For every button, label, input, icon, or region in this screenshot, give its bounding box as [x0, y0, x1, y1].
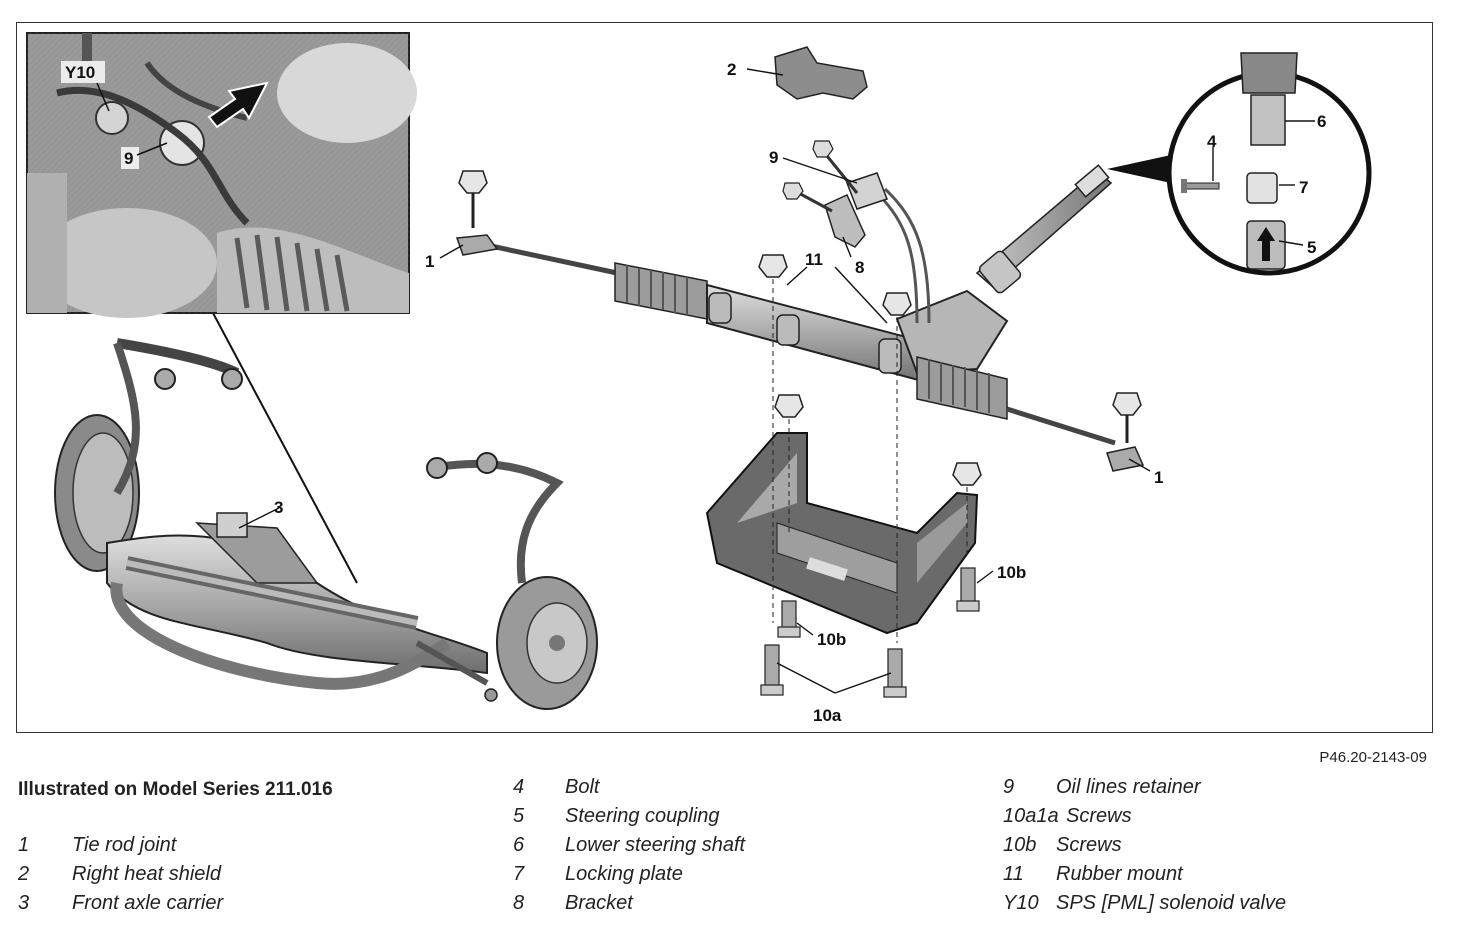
legend-label: Bracket [565, 892, 633, 914]
callout-10b-lower: 10b [817, 630, 846, 649]
callout-4: 4 [1207, 132, 1217, 151]
up-arrow-icon [1257, 227, 1275, 261]
tie-rod-joint-left [455, 234, 499, 256]
right-heat-shield [774, 46, 868, 100]
callout-10a: 10a [813, 706, 842, 725]
callout-3: 3 [274, 498, 283, 517]
legend-label: Front axle carrier [72, 892, 224, 914]
legend-label: Locking plate [565, 863, 683, 885]
legend-label: SPS [PML] solenoid valve [1056, 892, 1287, 914]
legend-label: Screws [1066, 805, 1132, 827]
figure-frame: Y10 9 [16, 22, 1433, 733]
legend-number: 3 [18, 892, 30, 914]
callout-7: 7 [1299, 178, 1308, 197]
legend-label: Rubber mount [1056, 863, 1183, 885]
exploded-diagram: Y10 9 [26, 32, 1372, 725]
tie-rod-joint-right [1106, 446, 1145, 472]
callout-11: 11 [805, 250, 823, 269]
legend-number: 7 [513, 863, 525, 885]
legend-number: 4 [513, 776, 525, 798]
legend-subtitle: Illustrated on Model Series 211.016 [18, 779, 333, 800]
callout-5: 5 [1307, 238, 1316, 257]
figure-code: P46.20-2143-09 [1319, 749, 1427, 766]
callout-6: 6 [1317, 112, 1326, 131]
callout-10b-upper: 10b [997, 563, 1026, 582]
legend-number: Y10 [1003, 892, 1039, 914]
legend-label: Bolt [565, 776, 600, 798]
inset-label-y10: Y10 [65, 63, 95, 82]
steering-rack [455, 164, 1145, 472]
legend-label: Right heat shield [72, 863, 221, 885]
black-arrow-icon [207, 81, 269, 129]
legend-number: 9 [1003, 776, 1015, 798]
callout-1-left: 1 [425, 252, 434, 271]
legend-label: Screws [1056, 834, 1122, 856]
legend-number: 6 [513, 834, 525, 856]
legend-number: 10a1a [1003, 805, 1059, 827]
legend-number: 1 [18, 834, 30, 856]
legend-number: 11 [1003, 863, 1024, 885]
legend-number: 10b [1003, 834, 1037, 856]
callout-2: 2 [727, 60, 736, 79]
legend-label: Oil lines retainer [1056, 776, 1201, 798]
callout-8: 8 [855, 258, 864, 277]
callout-9: 9 [769, 148, 778, 167]
inset-label-9: 9 [124, 149, 133, 168]
axle-carrier-frame [705, 254, 982, 698]
bracket-group [782, 140, 888, 248]
legend-label: Steering coupling [565, 805, 720, 827]
legend-label: Lower steering shaft [565, 834, 746, 856]
detail-magnifier [1107, 52, 1372, 276]
legend-number: 5 [513, 805, 525, 827]
front-axle-assembly [54, 338, 598, 710]
inset-photo: Y10 9 [26, 32, 417, 318]
legend-number: 8 [513, 892, 525, 914]
legend-number: 2 [18, 863, 30, 885]
legend-label: Tie rod joint [72, 834, 177, 856]
callout-1-right: 1 [1154, 468, 1163, 487]
